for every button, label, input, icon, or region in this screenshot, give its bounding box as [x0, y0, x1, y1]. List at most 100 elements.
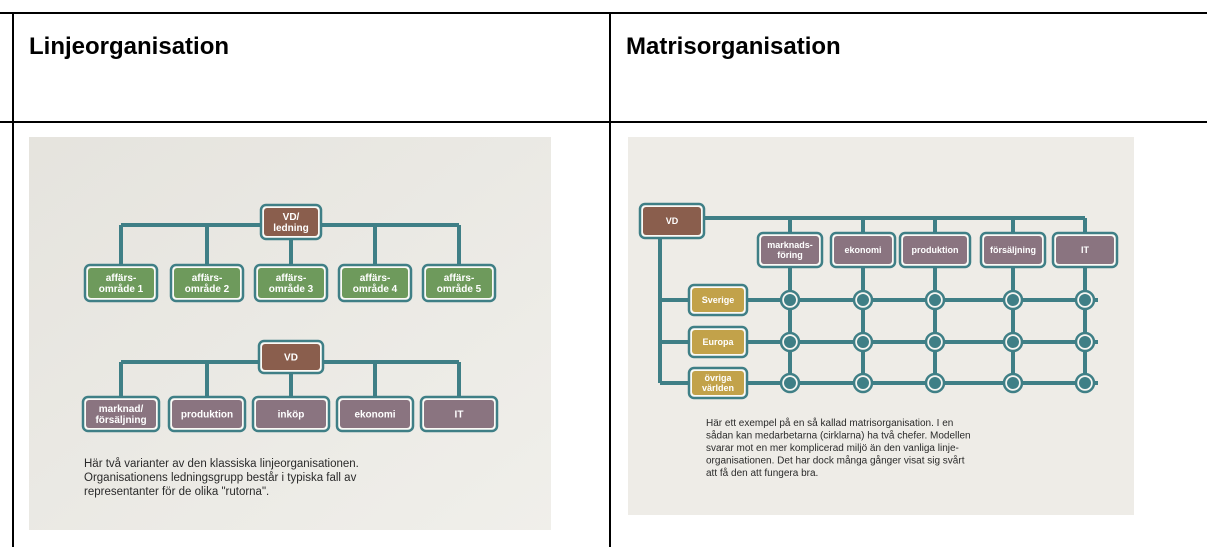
chart1-unit-box-label: område 4 — [353, 283, 398, 295]
chart2-unit-box-label: försäljning — [95, 415, 146, 426]
chart2-unit-box: IT — [419, 395, 499, 433]
chart2-unit-box: ekonomi — [335, 395, 415, 433]
chart2-unit-box-label: marknad/ — [99, 404, 144, 415]
chart2-top-box: VD — [257, 339, 325, 375]
matrix-row-box-label: Sverige — [702, 295, 735, 305]
chart2-unit-box-fill — [424, 400, 494, 428]
matrix-vd-box: VD — [638, 202, 706, 240]
employee-circle — [929, 294, 941, 306]
employee-circle — [1079, 294, 1091, 306]
chart1-top-box-fill — [264, 208, 318, 236]
chart1-unit-box-fill — [342, 268, 408, 298]
employee-circle — [784, 377, 796, 389]
chart1-unit-box-label: område 1 — [99, 283, 144, 295]
chart2-unit-box: inköp — [251, 395, 331, 433]
chart1-unit-box-label: område 3 — [269, 283, 314, 295]
chart1-unit-box-fill — [258, 268, 324, 298]
chart2-unit-box-fill — [256, 400, 326, 428]
chart1-unit-box-label: affärs- — [106, 273, 137, 284]
matrix-vd-box-label: VD — [666, 216, 679, 226]
chart1-unit-box: affärs-område 5 — [421, 263, 497, 303]
table-left-border — [12, 12, 14, 547]
matrix-row-box: Sverige — [687, 283, 749, 317]
chart2-unit-box-label: ekonomi — [354, 410, 395, 421]
matrix-column-box-label: försäljning — [990, 245, 1036, 255]
right-caption-line: Här ett exempel på en så kallad matrisor… — [706, 417, 953, 429]
matrix-vd-box-fill — [643, 207, 701, 235]
chart1-unit-box-fill — [88, 268, 154, 298]
chart1-unit-box: affärs-område 2 — [169, 263, 245, 303]
matrix-column-box: IT — [1051, 231, 1119, 269]
left-caption: Här två varianter av den klassiska linje… — [84, 458, 359, 498]
left-caption-line: Här två varianter av den klassiska linje… — [84, 458, 359, 470]
chart2-unit-box-label: produktion — [181, 410, 233, 421]
right-caption-line: sådan kan medarbetarna (cirklarna) ha tv… — [706, 430, 971, 442]
matrix-column-box-fill — [834, 236, 892, 264]
chart1-unit-box-label: affärs- — [444, 273, 475, 284]
matrix-row-box: Europa — [687, 325, 749, 359]
matrix-column-box-label: föring — [777, 250, 803, 260]
chart2-unit-box-fill — [340, 400, 410, 428]
matrix-column-box-fill — [903, 236, 967, 264]
matrix-column-box-fill — [761, 236, 819, 264]
chart2-top-box-fill — [262, 344, 320, 370]
chart1-unit-box-label: område 2 — [185, 283, 230, 295]
right-caption-line: att få den att fungera bra. — [706, 467, 818, 479]
chart1-unit-box-label: affärs- — [360, 273, 391, 284]
right-caption: Här ett exempel på en så kallad matrisor… — [706, 417, 971, 479]
matrix-column-box-fill — [1056, 236, 1114, 264]
employee-circle — [1007, 377, 1019, 389]
right-caption-line: organisationen. Det har dock många gånge… — [706, 455, 965, 467]
employee-circle — [1079, 336, 1091, 348]
matrix-column-box: marknads-föring — [756, 231, 824, 269]
employee-circle — [784, 336, 796, 348]
employee-circle — [1007, 336, 1019, 348]
chart1-unit-box: affärs-område 4 — [337, 263, 413, 303]
employee-circle — [1079, 377, 1091, 389]
matrix-row-box-label: Europa — [702, 337, 734, 347]
matrix-row-box-label: övriga — [704, 373, 732, 383]
table-header-divider — [0, 121, 1207, 123]
matrix-row-box-fill — [692, 288, 744, 312]
chart2-unit-box-label: inköp — [278, 410, 305, 421]
matrix-row-box-fill — [692, 330, 744, 354]
matrix-column-box: ekonomi — [829, 231, 897, 269]
matrix-column-box-label: ekonomi — [844, 245, 881, 255]
right-caption-line: svarar mot en mer komplicerad miljö än d… — [706, 443, 959, 454]
matrix-org-chart: VD marknads-föring ekonomi produktion försäl… — [628, 137, 1134, 515]
chart1-unit-box: affärs-område 3 — [253, 263, 329, 303]
chart1-top-box: VD/ledning — [259, 203, 323, 241]
table-column-divider — [609, 12, 611, 547]
chart2-unit-box: marknad/försäljning — [81, 395, 161, 433]
chart1-unit-box-label: affärs- — [276, 273, 307, 284]
matrisorganisation-photo: VD marknads-föring ekonomi produktion försäl… — [628, 137, 1134, 515]
chart2-unit-box-label: IT — [455, 410, 464, 421]
chart1-unit-box: affärs-område 1 — [83, 263, 159, 303]
paper-shading — [29, 137, 551, 530]
matrix-column-box-label: IT — [1081, 245, 1090, 255]
header-linjeorganisation: Linjeorganisation — [29, 33, 230, 60]
chart1-unit-box-fill — [426, 268, 492, 298]
chart1-unit-box-label: område 5 — [437, 283, 482, 295]
employee-circle — [784, 294, 796, 306]
chart1-top-box-label: VD/ — [283, 212, 300, 223]
employee-circle — [1007, 294, 1019, 306]
matrix-column-box-label: marknads- — [767, 240, 813, 250]
employee-circle — [929, 336, 941, 348]
employee-circle — [857, 377, 869, 389]
matrix-column-box-label: produktion — [912, 245, 959, 255]
chart2-unit-box-fill — [86, 400, 156, 428]
employee-circle — [857, 294, 869, 306]
employee-circle — [929, 377, 941, 389]
header-matrisorganisation: Matrisorganisation — [626, 33, 841, 60]
table-top-border — [0, 12, 1207, 14]
matrix-row-box-label: världen — [702, 383, 734, 393]
chart2-unit-box: produktion — [167, 395, 247, 433]
matrix-column-box-fill — [984, 236, 1042, 264]
left-caption-line: representanter för de olika "rutorna". — [84, 486, 269, 498]
matrix-column-box: försäljning — [979, 231, 1047, 269]
matrix-column-box: produktion — [898, 231, 972, 269]
